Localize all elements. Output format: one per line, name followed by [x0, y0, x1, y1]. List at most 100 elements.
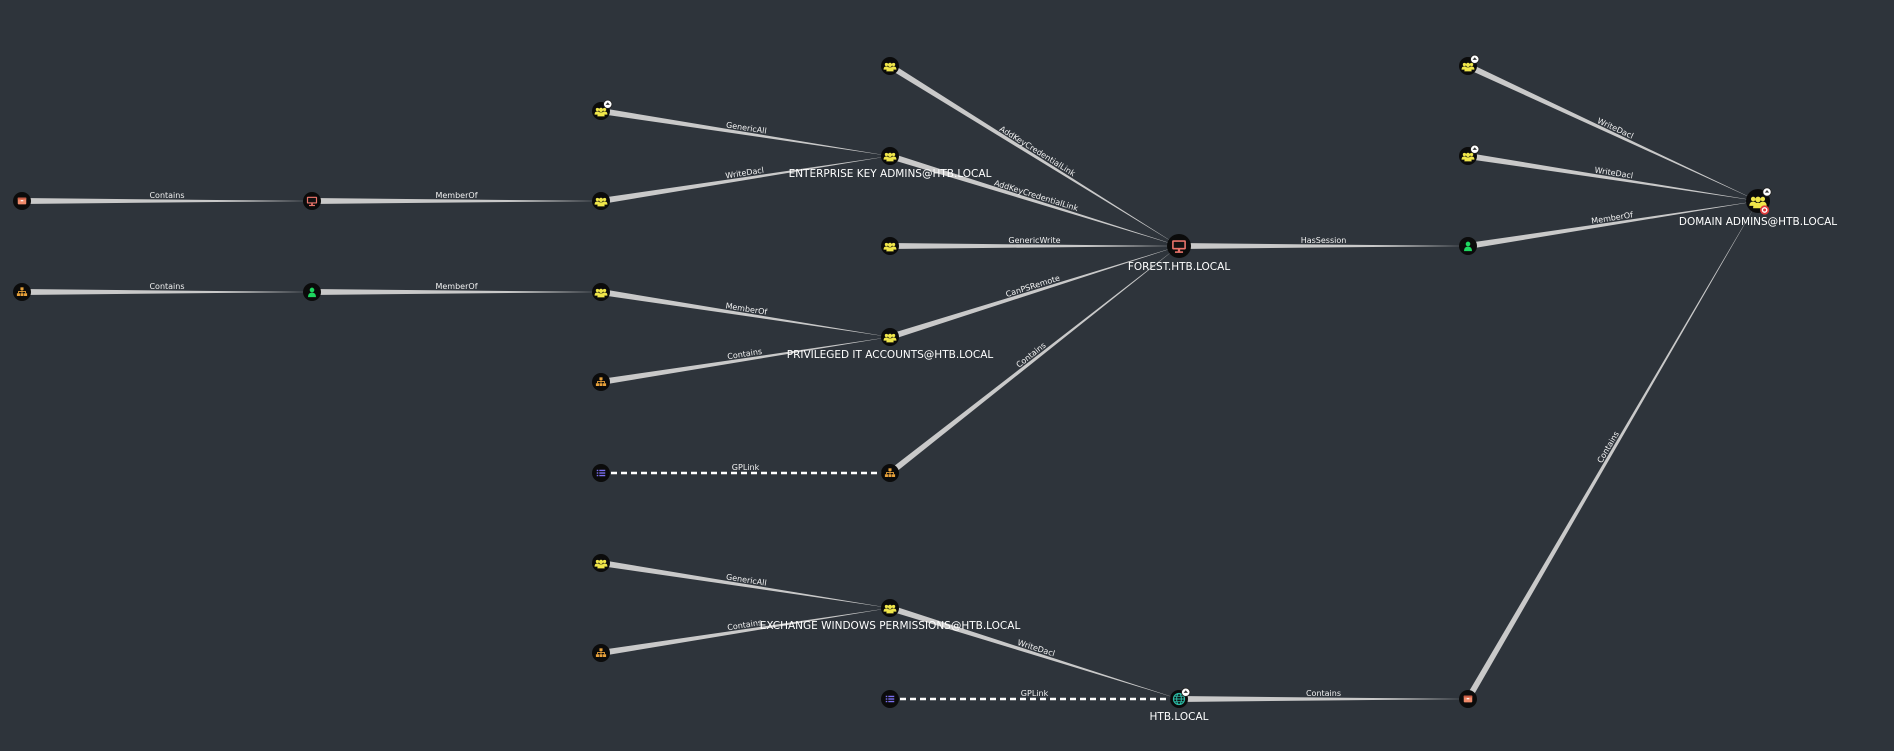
edge-label: AddKeyCredentialLink: [993, 178, 1080, 213]
computer-node-forest[interactable]: [1167, 234, 1191, 258]
edge-layer: [22, 63, 1758, 702]
group-icon: [594, 197, 608, 207]
group-icon: [1461, 62, 1475, 72]
edge-forest-u2[interactable]: [1179, 243, 1468, 249]
edge-g_e-forest[interactable]: [888, 63, 1179, 246]
group-node-g_f[interactable]: [881, 237, 899, 255]
group-node-g_h[interactable]: [1459, 144, 1480, 165]
owned-badge-icon: [603, 99, 613, 109]
group-node-g_e[interactable]: [881, 57, 899, 75]
group-node-g_c[interactable]: [592, 99, 613, 120]
container-node-c1[interactable]: [13, 192, 31, 210]
box-icon: [1463, 695, 1473, 703]
edge-c2-dadmins[interactable]: [1465, 201, 1758, 701]
edge-exwp-htb[interactable]: [889, 605, 1179, 699]
list-icon: [885, 695, 895, 703]
monitor-icon: [306, 196, 318, 207]
edge-ou4-forest[interactable]: [888, 246, 1179, 476]
group-node-g_g[interactable]: [1459, 54, 1480, 75]
edge-label: Contains: [1015, 341, 1048, 370]
edge-label: AddKeyCredentialLink: [998, 124, 1077, 178]
tree-icon: [595, 648, 607, 657]
edge-label: MemberOf: [435, 191, 477, 200]
edge-label: GPLink: [1021, 689, 1049, 698]
edge-g_d-exwp[interactable]: [600, 560, 890, 608]
edge-u1-g_b[interactable]: [312, 289, 601, 295]
edge-label: Contains: [1306, 689, 1341, 698]
group-icon: [594, 288, 608, 298]
node-layer: [13, 54, 1772, 708]
edge-ou3-exwp[interactable]: [600, 608, 890, 656]
monitor-icon: [1172, 240, 1186, 253]
edge-g_h-dadmins[interactable]: [1467, 153, 1758, 201]
owned-badge-icon: [1470, 144, 1480, 154]
group-icon: [594, 107, 608, 117]
edge-label: Contains: [149, 191, 184, 200]
tree-icon: [16, 287, 28, 296]
container-node-c2[interactable]: [1459, 690, 1477, 708]
ou-node-ou4[interactable]: [881, 464, 899, 482]
group-icon: [883, 152, 897, 162]
globe-icon: [1172, 692, 1186, 706]
edge-label: GPLink: [732, 463, 760, 472]
high-value-target-icon: [1760, 205, 1770, 215]
owned-badge-icon: [1181, 687, 1191, 697]
user-node-u1[interactable]: [303, 283, 321, 301]
node-label: DOMAIN ADMINS@HTB.LOCAL: [1679, 216, 1837, 228]
node-label: HTB.LOCAL: [1150, 711, 1209, 723]
edge-ekadmins-forest[interactable]: [889, 153, 1179, 246]
ou-node-ou2[interactable]: [592, 373, 610, 391]
group-icon: [1461, 152, 1475, 162]
group-node-privit[interactable]: [881, 328, 899, 346]
edge-label: MemberOf: [435, 282, 477, 291]
list-icon: [596, 469, 606, 477]
box-icon: [17, 197, 27, 205]
group-node-g_b[interactable]: [592, 283, 610, 301]
ou-node-ou3[interactable]: [592, 644, 610, 662]
group-icon: [883, 242, 897, 252]
gpo-node-gpo1[interactable]: [592, 464, 610, 482]
node-label: PRIVILEGED IT ACCOUNTS@HTB.LOCAL: [787, 349, 994, 361]
edge-label: HasSession: [1301, 236, 1347, 245]
edge-g_c-ekadmins[interactable]: [600, 108, 890, 156]
edge-g_b-privit[interactable]: [600, 289, 890, 337]
group-icon: [883, 62, 897, 72]
node-label: EXCHANGE WINDOWS PERMISSIONS@HTB.LOCAL: [760, 620, 1021, 632]
edge-label: GenericWrite: [1008, 236, 1060, 245]
node-label-layer: ENTERPRISE KEY ADMINS@HTB.LOCAL PRIVILEGE…: [760, 168, 1838, 723]
edge-g_g-dadmins[interactable]: [1466, 63, 1758, 201]
edge-g_a-ekadmins[interactable]: [600, 156, 890, 204]
edge-privit-forest[interactable]: [889, 246, 1179, 340]
edge-label: Contains: [149, 282, 184, 291]
edge-ou1-u1[interactable]: [22, 289, 312, 295]
edge-g_f-forest[interactable]: [890, 243, 1179, 249]
edge-comp1-g_a[interactable]: [312, 198, 601, 204]
computer-node-comp1[interactable]: [303, 192, 321, 210]
group-icon: [594, 559, 608, 569]
group-node-ekadmins[interactable]: [881, 147, 899, 165]
edge-ou2-privit[interactable]: [600, 337, 890, 385]
edge-u2-dadmins[interactable]: [1467, 201, 1758, 249]
group-node-exwp[interactable]: [881, 599, 899, 617]
edge-htb-c2[interactable]: [1179, 696, 1468, 702]
group-node-dadmins[interactable]: [1746, 187, 1772, 215]
group-icon: [1749, 196, 1767, 209]
node-label: FOREST.HTB.LOCAL: [1128, 261, 1231, 273]
user-icon: [307, 287, 317, 298]
gpo-node-gpo2[interactable]: [881, 690, 899, 708]
user-icon: [1463, 241, 1473, 252]
edge-c1-comp1[interactable]: [22, 198, 312, 204]
ou-node-ou1[interactable]: [13, 283, 31, 301]
owned-badge-icon: [1470, 54, 1480, 64]
tree-icon: [884, 468, 896, 477]
group-node-g_a[interactable]: [592, 192, 610, 210]
user-node-u2[interactable]: [1459, 237, 1477, 255]
node-label: ENTERPRISE KEY ADMINS@HTB.LOCAL: [789, 168, 992, 180]
domain-node-htb[interactable]: [1170, 687, 1191, 708]
group-icon: [883, 604, 897, 614]
tree-icon: [595, 377, 607, 386]
group-icon: [883, 333, 897, 343]
group-node-g_d[interactable]: [592, 554, 610, 572]
owned-badge-icon: [1762, 187, 1772, 197]
